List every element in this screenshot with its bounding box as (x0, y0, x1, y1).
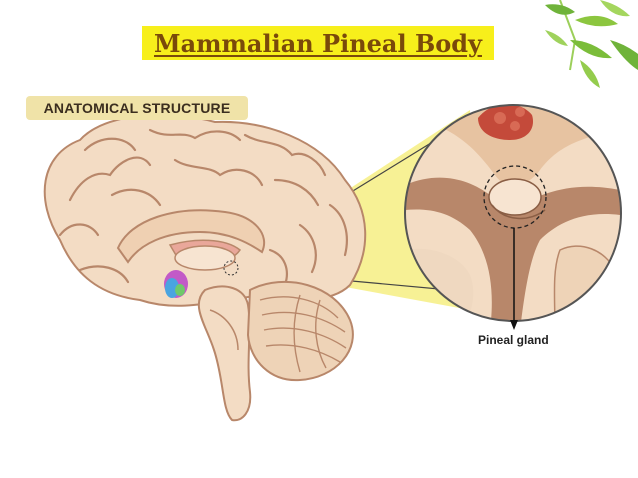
brain-sagittal (43, 114, 367, 422)
section-badge: ANATOMICAL STRUCTURE (26, 96, 248, 120)
page-title: Mammalian Pineal Body (142, 26, 494, 60)
pineal-gland-label: Pineal gland (478, 333, 549, 347)
page-title-text: Mammalian Pineal Body (154, 28, 482, 58)
bamboo-leaves-decoration (545, 0, 638, 88)
